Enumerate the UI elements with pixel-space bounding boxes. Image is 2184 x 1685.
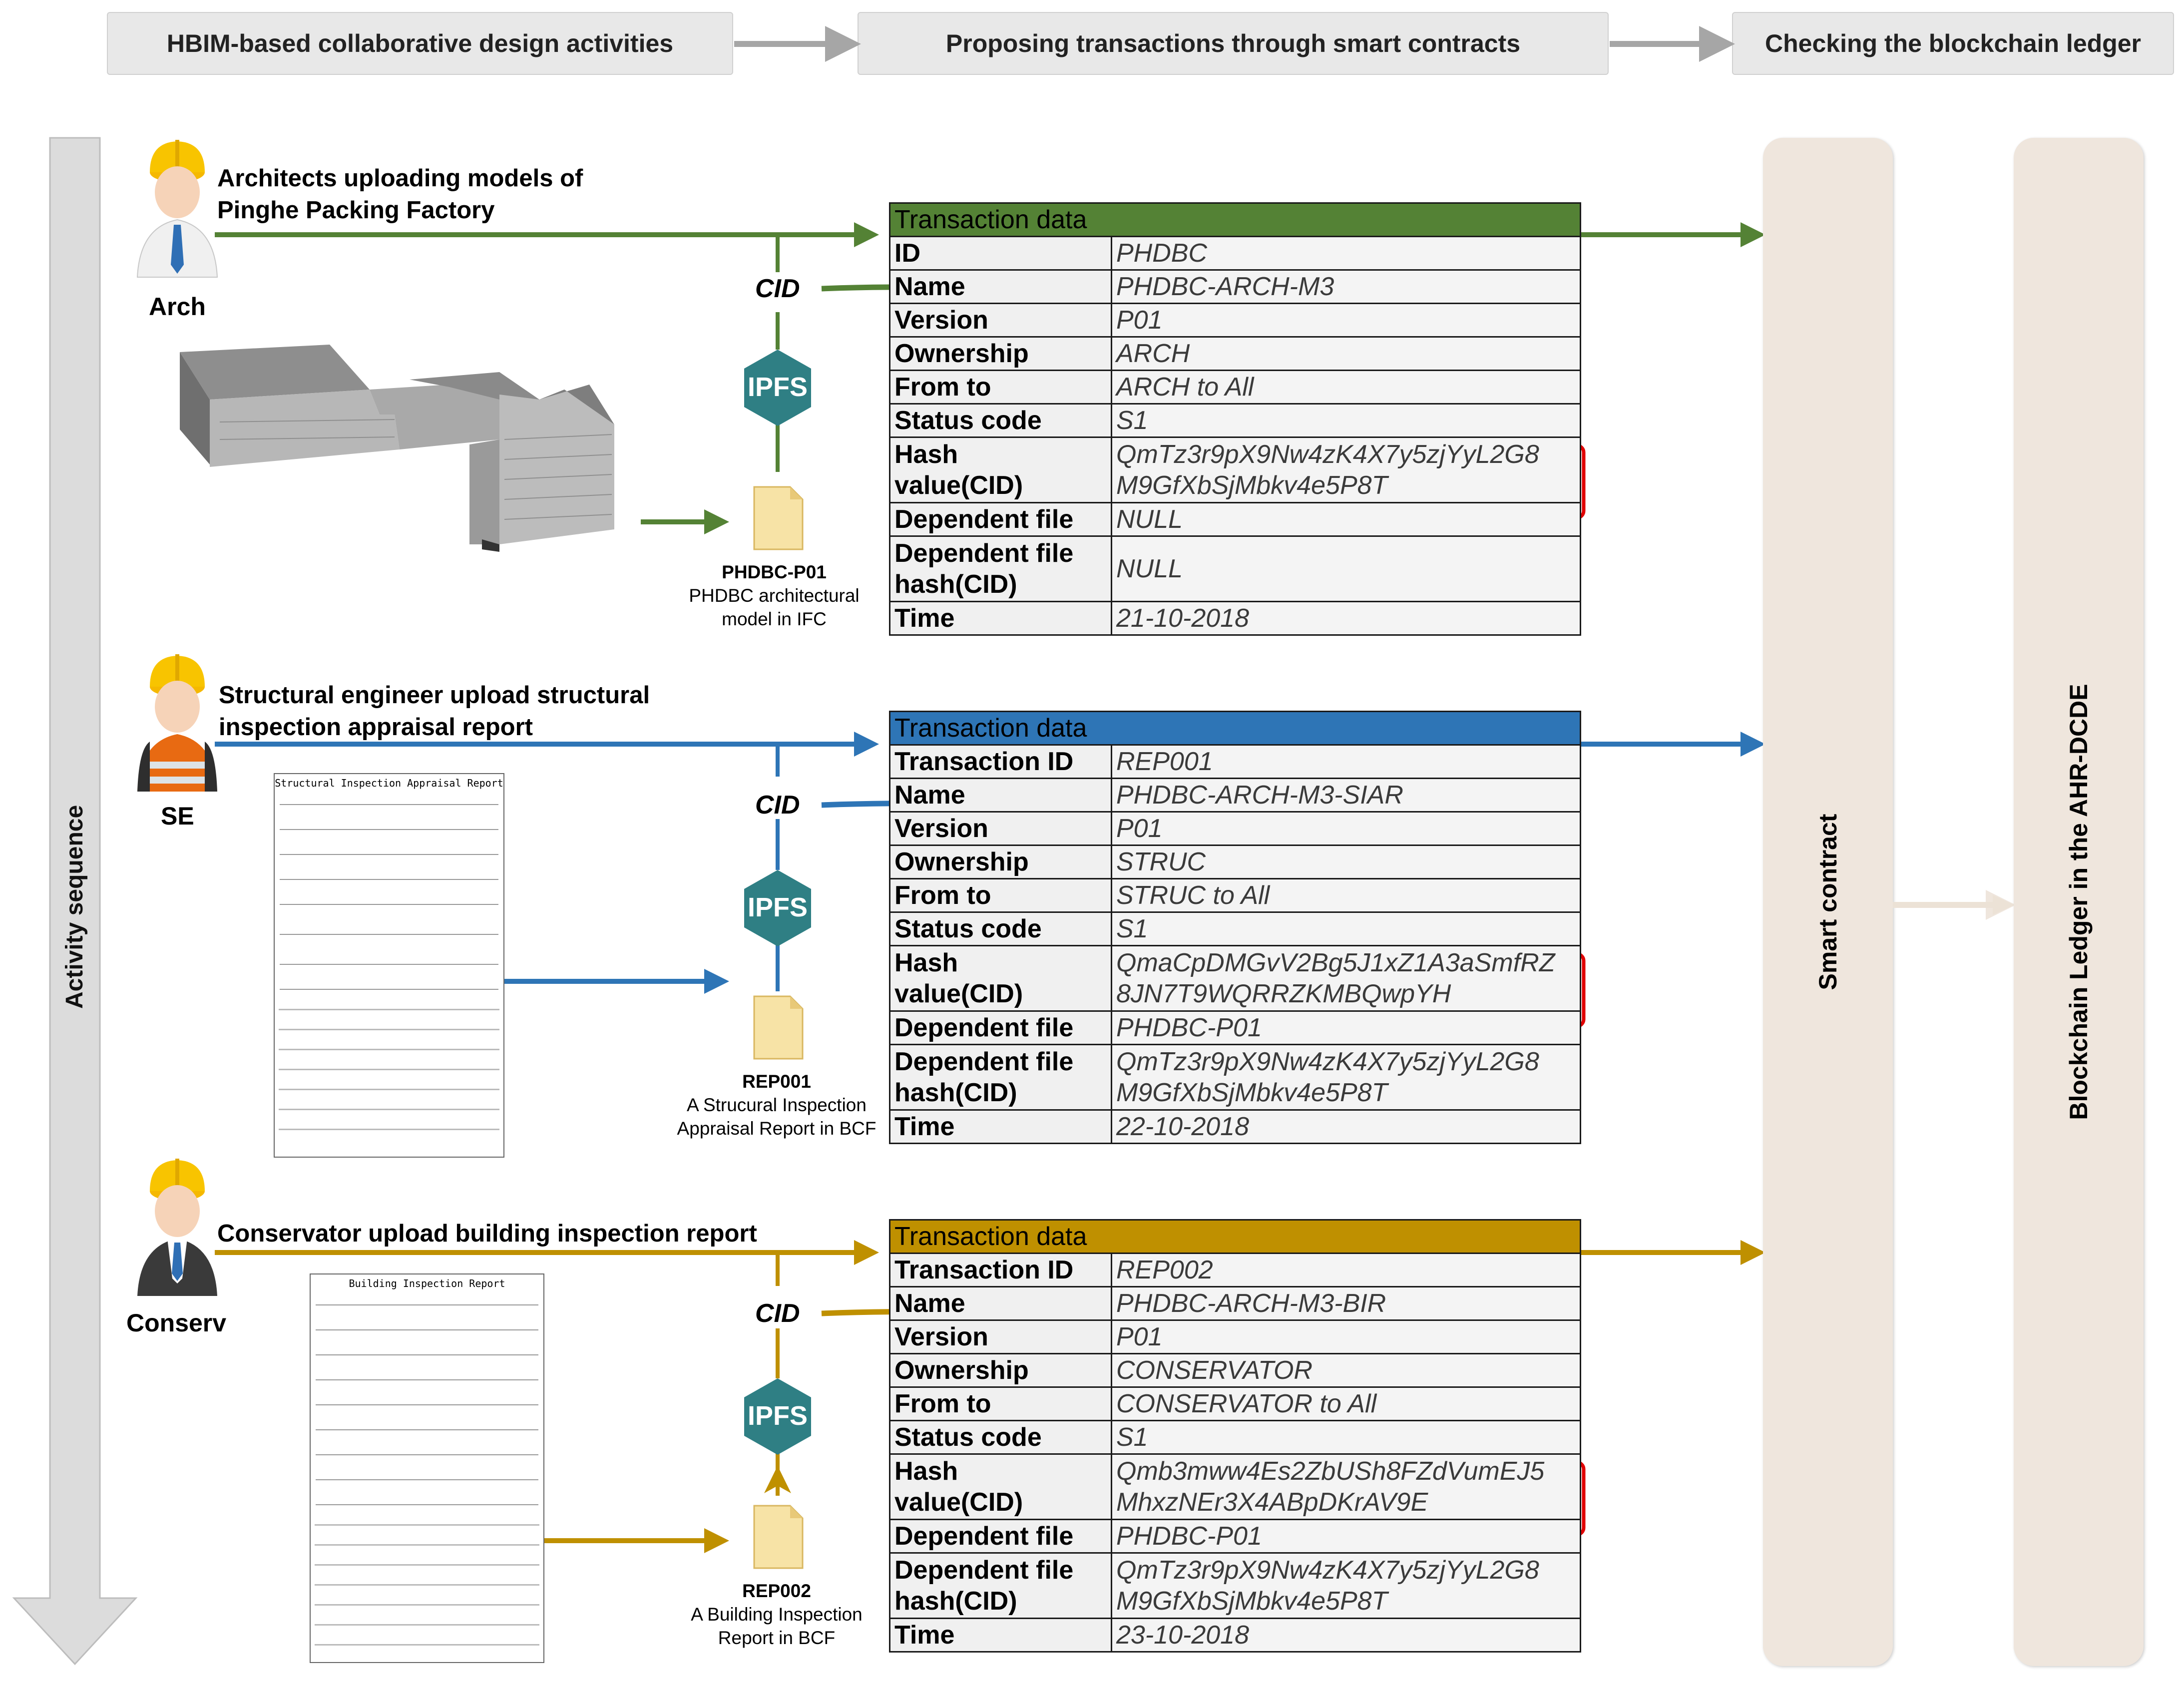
conservator-avatar [137,1159,217,1296]
stage-hbim-design: HBIM-based collaborative design activiti… [107,12,733,75]
row2-file-caption: REP001 A Strucural Inspection Appraisal … [677,1071,876,1139]
activity-sequence-arrow [12,137,138,1666]
svg-text:IPFS: IPFS [748,372,808,402]
row3-actor-title: Conservator upload building inspection r… [217,1220,757,1247]
contract-to-ledger-arrow [1893,895,2014,915]
smart-contract-pillar: Smart contract [1763,138,1893,1666]
stage-label: Checking the blockchain ledger [1765,29,2141,57]
architect-avatar [136,140,218,278]
structural-engineer-avatar [137,654,217,792]
row3-file-caption: REP002 A Building Inspection Report in B… [691,1581,863,1648]
row3-actor-abbr: Conserv [126,1309,227,1337]
ipfs-hexagon [744,350,811,426]
structural-report-thumbnail: Structural Inspection Appraisal Report [274,773,504,1158]
svg-text:IPFS: IPFS [748,892,808,922]
row1-actor-abbr: Arch [149,293,206,321]
file-icon [753,486,804,550]
stage-checking-ledger: Checking the blockchain ledger [1732,12,2174,75]
file-icon [753,1505,804,1569]
building-model-image [180,345,614,552]
file-icon [753,995,804,1060]
table-header: Transaction data [889,202,1581,237]
blockchain-ledger-label: Blockchain Ledger in the AHR-DCDE [2065,684,2093,1120]
blockchain-ledger-pillar: Blockchain Ledger in the AHR-DCDE [2014,138,2144,1666]
stage-proposing-transactions: Proposing transactions through smart con… [858,12,1609,75]
stage-label: HBIM-based collaborative design activiti… [166,29,674,57]
ipfs-hexagon [744,1378,811,1455]
table-header: Transaction data [889,1219,1581,1254]
ipfs-hexagon [744,870,811,946]
svg-text:IPFS: IPFS [748,1401,808,1431]
cid-label: CID [755,274,800,303]
smart-contract-label: Smart contract [1814,814,1842,990]
row2-actor-abbr: SE [161,802,194,830]
building-report-thumbnail: Building Inspection Report [310,1273,544,1663]
row1-file-caption: PHDBC-P01 PHDBC architectural model in I… [689,562,860,629]
cid-label: CID [755,1299,800,1328]
row1-actor-title: Architects uploading models of Pinghe Pa… [217,165,583,224]
row2-actor-title: Structural engineer upload structural in… [219,682,650,741]
cid-label: CID [755,791,800,820]
stage-label: Proposing transactions through smart con… [945,29,1521,57]
table-header: Transaction data [889,711,1581,746]
activity-sequence-label: Activity sequence [61,805,88,1009]
